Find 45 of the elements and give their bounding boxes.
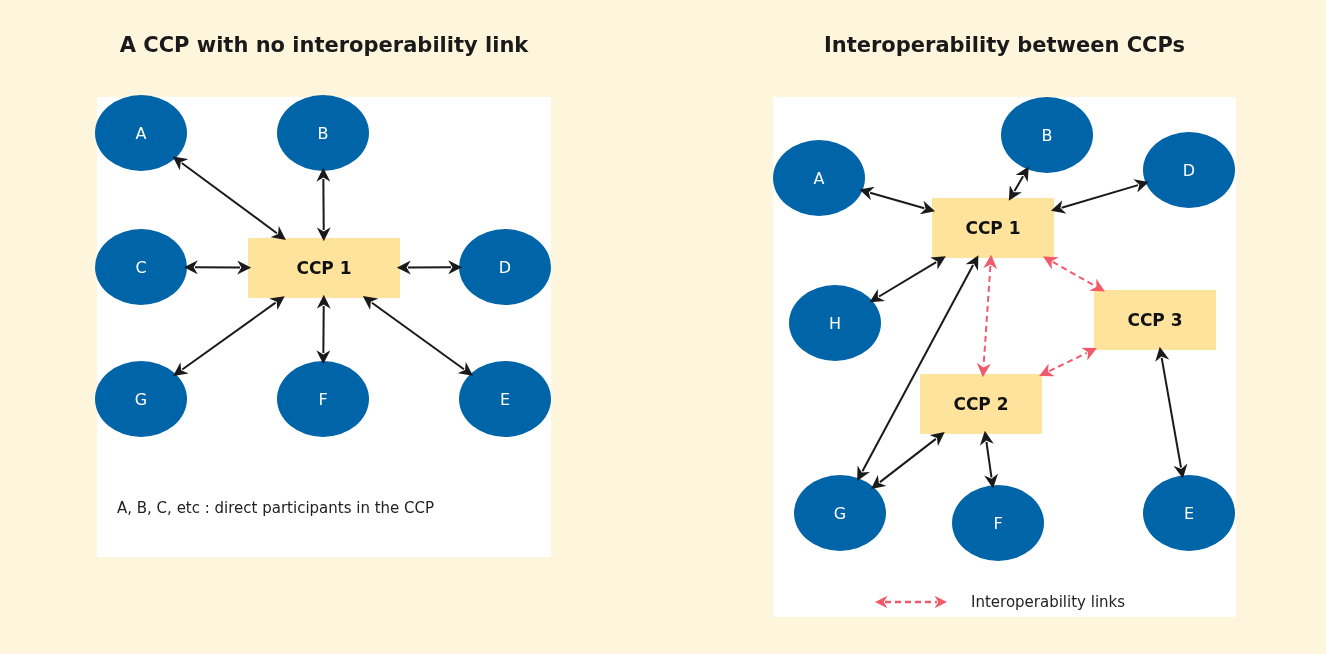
- double-arrow: [173, 296, 285, 376]
- double-arrow: [362, 296, 473, 376]
- double-arrow: [183, 260, 252, 275]
- panel-heading: Interoperability between CCPs: [822, 33, 1187, 57]
- panel-heading: A CCP with no interoperability link: [118, 33, 530, 57]
- node-label: B: [317, 123, 329, 143]
- double-arrow: [979, 430, 998, 489]
- node-label: CCP 1: [965, 218, 1021, 238]
- double-arrow: [869, 256, 946, 303]
- double-arrow: [1008, 166, 1029, 201]
- node-label: F: [993, 513, 1003, 533]
- node-label: F: [318, 389, 328, 409]
- ccp-box: [1094, 290, 1216, 350]
- node-label: C: [135, 257, 147, 277]
- node-label: G: [134, 389, 148, 409]
- node-label: G: [833, 503, 847, 523]
- node-label: D: [498, 257, 512, 277]
- node-label: B: [1041, 125, 1053, 145]
- node-label: CCP 3: [1127, 310, 1183, 330]
- participant-ellipse: [95, 95, 187, 171]
- double-arrow: [1155, 346, 1188, 479]
- double-arrow: [859, 186, 936, 215]
- node-label: A: [135, 123, 147, 143]
- node-label: H: [829, 313, 841, 333]
- double-arrow: [172, 156, 286, 240]
- node-label: A: [813, 168, 825, 188]
- node-label: D: [1182, 160, 1196, 180]
- double-arrow: [871, 432, 945, 489]
- double-arrow: [316, 294, 331, 365]
- ccp-box: [248, 238, 400, 298]
- double-arrow: [857, 255, 979, 482]
- node-label: E: [1183, 503, 1195, 523]
- node-label: CCP 1: [296, 258, 352, 278]
- double-arrow: [1043, 256, 1105, 292]
- ccp-box: [920, 374, 1042, 434]
- node-label: CCP 2: [953, 394, 1009, 414]
- double-arrow: [316, 167, 331, 242]
- ccp-box: [932, 198, 1054, 258]
- double-arrow: [1050, 179, 1149, 214]
- node-label: E: [499, 389, 511, 409]
- footnote: A, B, C, etc : direct participants in the CCP: [117, 499, 435, 517]
- legend-label: Interoperability links: [971, 593, 1126, 611]
- double-arrow: [396, 260, 463, 275]
- double-arrow: [1039, 347, 1097, 377]
- double-arrow: [976, 254, 998, 378]
